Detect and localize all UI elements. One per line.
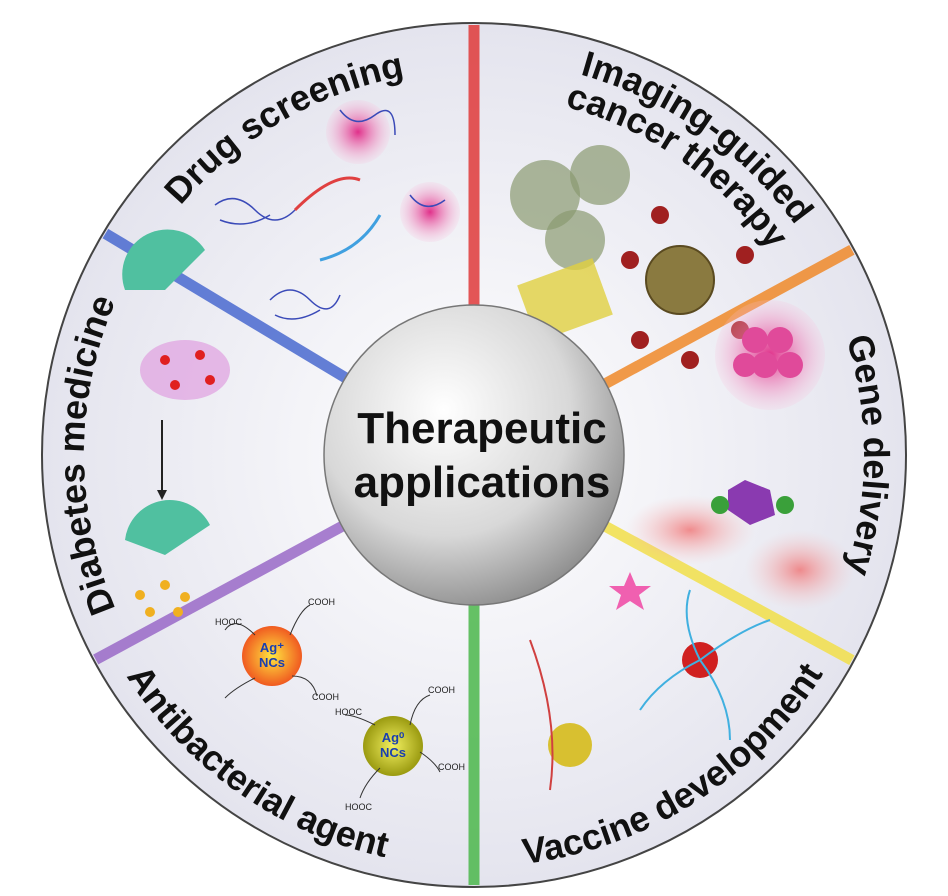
ag-zero-label: Ag⁰ [382,730,405,745]
gene-delivery-illustration [625,300,855,610]
hooc-label: HOOC [335,707,363,717]
purple-divider [93,521,345,665]
orange-divider [603,244,855,389]
antibacterial-illustration: Ag⁺ NCs Ag⁰ NCs HOOC COOH COOH HOOC COOH… [215,597,465,812]
diabetes-illustration [122,229,230,617]
center-hub [323,304,625,606]
center-title-line1: Therapeutic [357,404,606,453]
center-title-line2: applications [354,458,611,507]
ncs-label: NCs [259,655,285,670]
ag-zero-nanocluster [363,716,423,776]
cooh-label: COOH [428,685,455,695]
ncs-label: NCs [380,745,406,760]
drug-screening-illustration [214,100,460,320]
hooc-label: HOOC [345,802,373,812]
ag-plus-nanocluster [242,626,302,686]
hooc-label: HOOC [215,617,243,627]
cooh-label: COOH [312,692,339,702]
vaccine-illustration [529,572,771,791]
ag-plus-label: Ag⁺ [260,640,284,655]
cooh-label: COOH [438,762,465,772]
cooh-label: COOH [308,597,335,607]
